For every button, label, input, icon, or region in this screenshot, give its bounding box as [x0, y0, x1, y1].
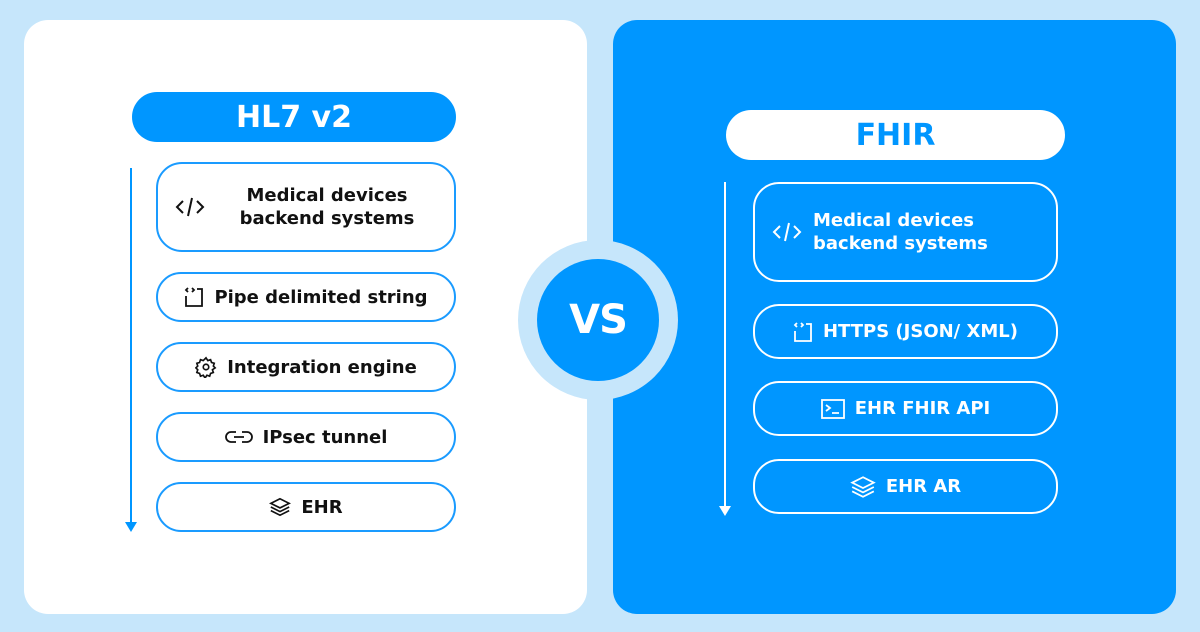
code-file-icon [793, 321, 812, 342]
hl7-item-transport: IPsec tunnel [156, 412, 456, 462]
code-icon [175, 197, 205, 217]
flow-arrow-right [719, 182, 731, 516]
layers-icon [850, 475, 876, 498]
flow-arrow-left [125, 168, 137, 532]
link-icon [224, 431, 253, 443]
code-icon [772, 222, 802, 242]
fhir-title: FHIR [726, 110, 1065, 160]
gear-icon [195, 356, 217, 378]
hl7-item-ehr: EHR [156, 482, 456, 532]
vs-badge: VS [537, 259, 659, 381]
code-file-icon [185, 287, 204, 307]
fhir-item-api: EHR FHIR API [753, 381, 1058, 436]
layers-icon [269, 497, 292, 517]
hl7-item-format: Pipe delimited string [156, 272, 456, 322]
fhir-item-devices: Medical devices backend systems [753, 182, 1058, 282]
fhir-item-ehr: EHR AR [753, 459, 1058, 514]
terminal-icon [820, 398, 845, 419]
hl7-item-engine: Integration engine [156, 342, 456, 392]
hl7-item-devices: Medical devices backend systems [156, 162, 456, 252]
fhir-item-format: HTTPS (JSON/ XML) [753, 304, 1058, 359]
hl7-title: HL7 v2 [132, 92, 456, 142]
